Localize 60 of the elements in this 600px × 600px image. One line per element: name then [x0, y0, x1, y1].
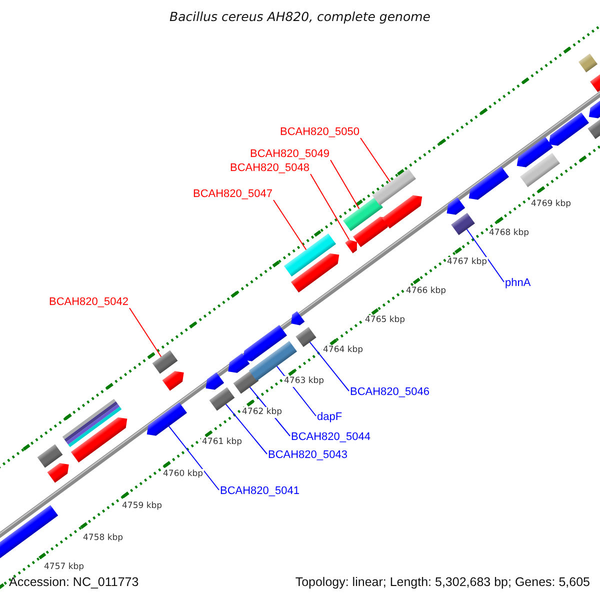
leader-line [310, 174, 350, 240]
position-label: 4766 kbp [405, 286, 448, 297]
gene-label: BCAH820_5046 [350, 386, 430, 399]
position-label: 4759 kbp [121, 501, 164, 512]
gene-label: dapF [317, 411, 342, 424]
position-label: 4765 kbp [364, 315, 406, 326]
gene-label: phnA [505, 277, 531, 290]
gene-block [37, 444, 63, 468]
leader-line [273, 200, 307, 250]
gene-block [206, 372, 224, 390]
position-label: 4757 kbp [43, 562, 86, 573]
gene-label: BCAH820_5041 [220, 485, 300, 498]
leader-line [360, 138, 391, 182]
gene-label: BCAH820_5047 [193, 188, 273, 201]
position-label: 4763 kbp [283, 376, 326, 387]
gene-block [446, 197, 466, 215]
gene-block [468, 166, 509, 200]
info-text: Accession: NC_011773 [9, 575, 139, 590]
gene-block [296, 327, 316, 347]
gene-block [590, 74, 600, 92]
leader-line [466, 228, 504, 282]
leader-line [225, 404, 268, 454]
gene-block [291, 253, 340, 293]
gene-block [578, 54, 598, 72]
leader-line [309, 342, 350, 392]
position-label: 4764 kbp [322, 345, 364, 356]
position-label: 4762 kbp [241, 407, 284, 418]
gene-label: BCAH820_5048 [230, 162, 310, 175]
gene-label: BCAH820_5043 [268, 449, 348, 462]
gene-block [162, 371, 184, 391]
info-text: Topology: linear; Length: 5,302,683 bp; Genes: 5,605 [295, 575, 590, 590]
gene-block [345, 240, 358, 254]
leader-line [330, 160, 360, 210]
gene-block [291, 311, 305, 326]
gene-label: BCAH820_5044 [291, 431, 371, 444]
gene-block [353, 216, 390, 248]
gene-block [47, 463, 69, 483]
gene-label: BCAH820_5049 [250, 148, 330, 161]
position-label: 4761 kbp [201, 437, 244, 448]
gene-block [0, 505, 58, 560]
gene-block [209, 387, 235, 411]
leader-line [168, 426, 220, 490]
gene-block [588, 119, 600, 139]
title: Bacillus cereus AH820, complete genome [170, 9, 430, 25]
position-label: 4760 kbp [162, 469, 204, 480]
gene-block [152, 350, 178, 374]
position-label: 4768 kbp [488, 228, 530, 239]
position-label: 4767 kbp [446, 257, 488, 268]
gene-label: BCAH820_5050 [280, 126, 360, 139]
gene-block [62, 398, 122, 448]
gene-block [146, 402, 187, 436]
position-label: 4758 kbp [82, 533, 124, 544]
gene-label: BCAH820_5042 [49, 296, 129, 309]
gene-block [70, 417, 128, 462]
leader-line [129, 308, 162, 358]
position-label: 4769 kbp [530, 199, 572, 210]
gene-block [588, 100, 600, 118]
gene-block [451, 212, 475, 236]
gene-block [520, 152, 560, 188]
gene-block [382, 195, 422, 229]
